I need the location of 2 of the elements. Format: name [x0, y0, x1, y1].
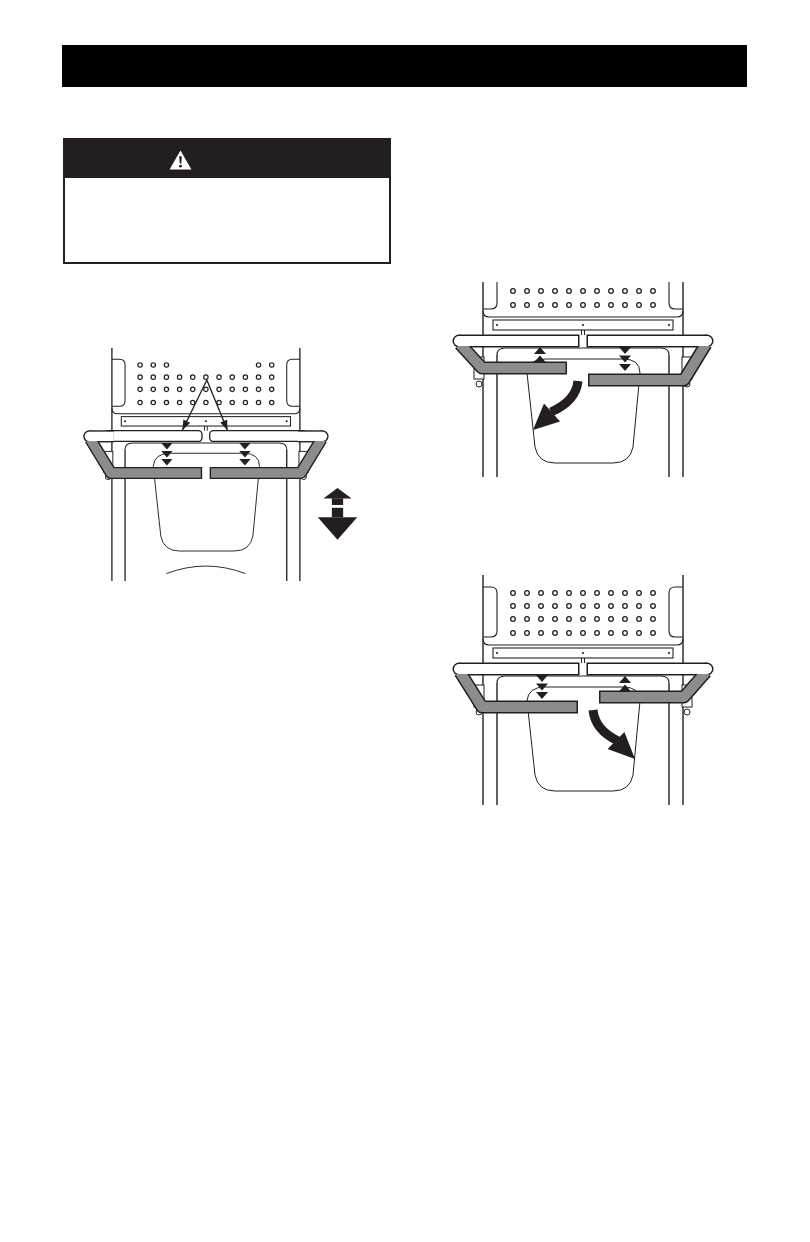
- leader-line: [206, 379, 229, 431]
- leader-line: [181, 379, 208, 431]
